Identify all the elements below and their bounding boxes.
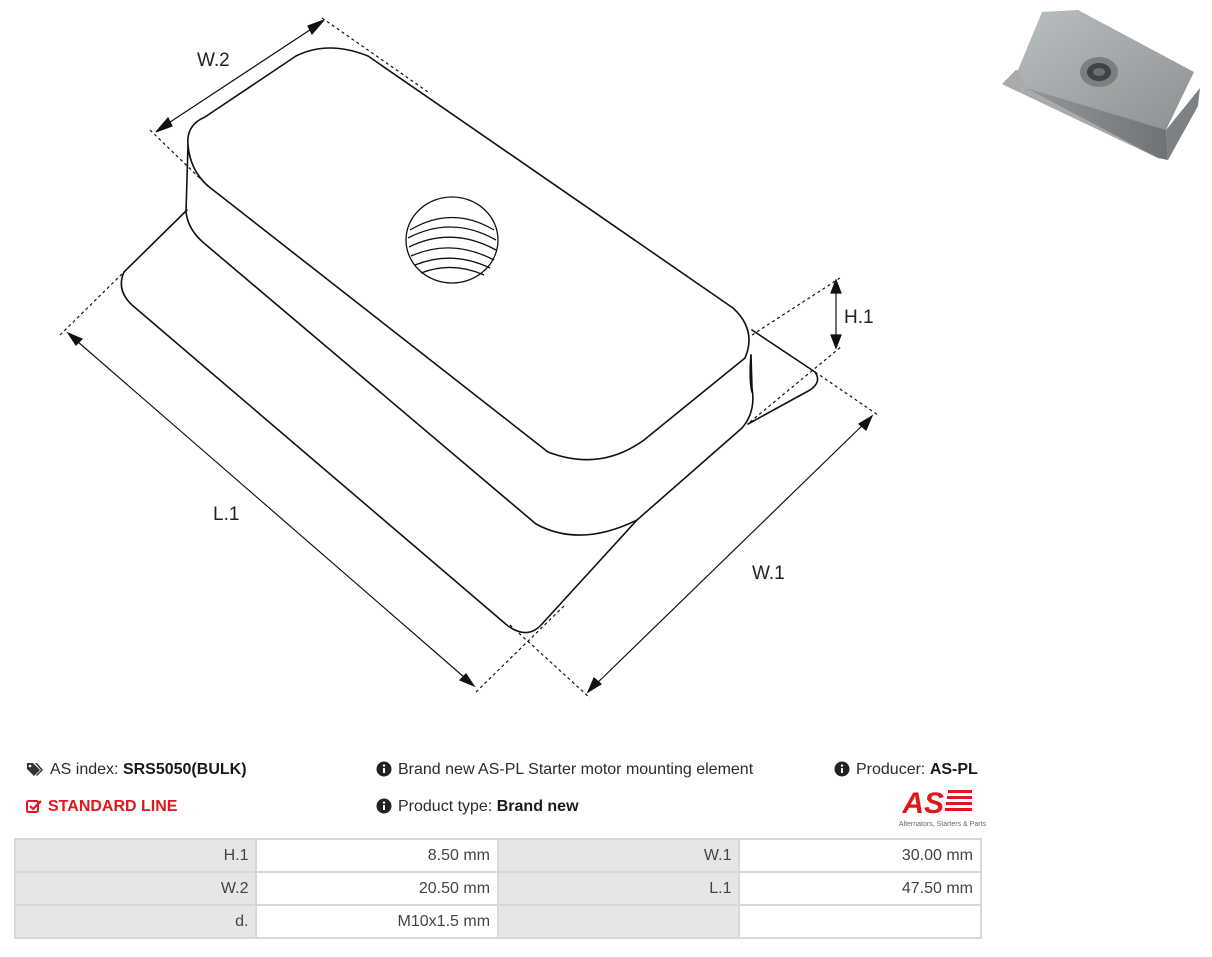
base-flange <box>120 209 638 634</box>
table-row: H.1 8.50 mm W.1 30.00 mm <box>13 838 982 873</box>
info-circle-icon <box>834 761 850 777</box>
spec-label: W.1 <box>497 838 741 873</box>
spec-label: L.1 <box>497 871 741 906</box>
spec-value: 8.50 mm <box>255 838 500 873</box>
product-photo[interactable] <box>998 8 1204 164</box>
as-logo-mark: AS <box>901 787 972 820</box>
block-side <box>185 144 754 536</box>
check-square-icon <box>26 800 42 813</box>
specs-table: H.1 8.50 mm W.1 30.00 mm W.2 20.50 mm L.… <box>13 838 982 939</box>
description-text: Brand new AS-PL Starter motor mounting e… <box>398 761 754 778</box>
spec-label: W.2 <box>13 871 258 906</box>
svg-text:AS: AS <box>901 787 944 816</box>
info-circle-icon <box>376 798 392 814</box>
top-face <box>187 47 750 461</box>
base-flange-right <box>747 329 819 425</box>
table-row: W.2 20.50 mm L.1 47.50 mm <box>13 871 982 906</box>
producer: Producer: AS-PL <box>834 760 978 780</box>
spec-value: 30.00 mm <box>738 838 982 873</box>
dim-label-l1: L.1 <box>213 504 239 525</box>
table-row: d. M10x1.5 mm <box>13 904 982 939</box>
logo-tagline: Alternators, Starters & Parts <box>898 821 986 828</box>
spec-value: 47.50 mm <box>738 871 982 906</box>
as-index-value: SRS5050(BULK) <box>122 761 247 778</box>
product-type: Product type: Brand new <box>376 797 579 817</box>
product-description: Brand new AS-PL Starter motor mounting e… <box>376 760 753 780</box>
product-type-value: Brand new <box>496 798 579 815</box>
as-index: AS index: SRS5050(BULK) <box>26 760 247 780</box>
technical-drawing: W.2 L.1 H.1 W.1 <box>59 17 879 699</box>
dim-label-h1: H.1 <box>844 307 874 328</box>
standard-line-badge: STANDARD LINE <box>26 797 177 817</box>
spec-value: 20.50 mm <box>255 871 500 906</box>
spec-value: M10x1.5 mm <box>255 904 500 939</box>
tags-icon <box>27 763 43 776</box>
spec-value <box>738 904 982 939</box>
as-index-label: AS index: <box>50 761 119 778</box>
producer-label: Producer: <box>856 761 926 778</box>
producer-value: AS-PL <box>929 761 978 778</box>
dim-label-w2: W.2 <box>197 50 230 71</box>
info-circle-icon <box>376 761 392 777</box>
threaded-hole <box>405 196 499 284</box>
spec-label <box>497 904 741 939</box>
as-logo: AS Alternators, Starters & Parts <box>886 786 986 829</box>
standard-line-label: STANDARD LINE <box>48 798 178 815</box>
dim-label-w1: W.1 <box>752 563 785 584</box>
product-type-label: Product type: <box>398 798 493 815</box>
spec-label: d. <box>13 904 258 939</box>
spec-label: H.1 <box>13 838 258 873</box>
